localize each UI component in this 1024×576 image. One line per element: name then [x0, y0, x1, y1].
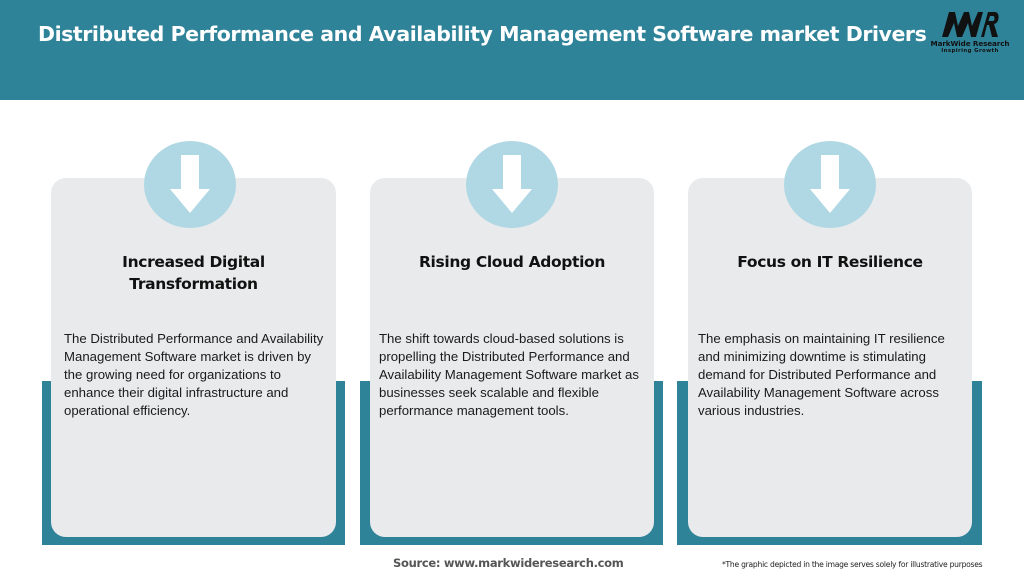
icon-circle: [466, 141, 558, 228]
driver-description: The shift towards cloud-based solutions …: [379, 331, 639, 418]
driver-card-digital-transformation: Increased Digital Transformation The Dis…: [51, 178, 336, 537]
driver-title: Rising Cloud Adoption: [418, 253, 606, 271]
arrow-down-icon: [170, 155, 210, 213]
driver-description: The Distributed Performance and Availabi…: [64, 331, 324, 418]
icon-circle: [144, 141, 236, 228]
driver-title: Increased Digital Transformation: [122, 253, 265, 293]
driver-title: Focus on IT Resilience: [737, 253, 923, 271]
driver-card-it-resilience: Focus on IT Resilience The emphasis on m…: [688, 178, 972, 537]
logo-name: MarkWide Research: [930, 39, 1010, 48]
logo-tagline: Inspiring Growth: [941, 48, 999, 54]
markwide-logo: MarkWide Research Inspiring Growth: [924, 10, 1016, 60]
page-title: Distributed Performance and Availability…: [38, 22, 927, 46]
driver-card-cloud-adoption: Rising Cloud Adoption The shift towards …: [370, 178, 654, 537]
header-banner: Distributed Performance and Availability…: [0, 0, 1024, 100]
driver-description: The emphasis on maintaining IT resilienc…: [698, 331, 945, 418]
disclaimer-note: *The graphic depicted in the image serve…: [722, 560, 983, 569]
icon-circle: [784, 141, 876, 228]
arrow-down-icon: [810, 155, 850, 213]
mwr-logo-icon: [942, 12, 999, 37]
arrow-down-icon: [492, 155, 532, 213]
source-credit: Source: www.markwideresearch.com: [393, 556, 624, 570]
